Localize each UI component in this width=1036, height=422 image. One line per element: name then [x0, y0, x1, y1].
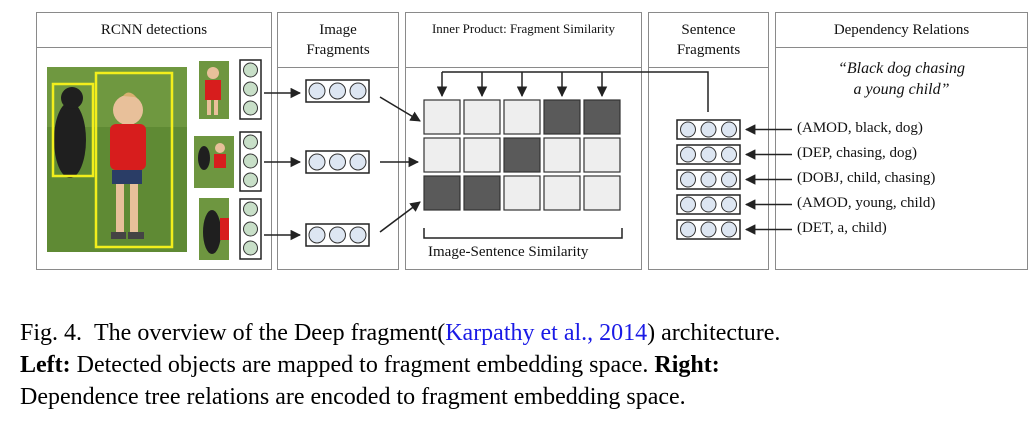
diagram-graphics — [47, 59, 792, 260]
similarity-label: Image-Sentence Similarity — [428, 244, 589, 260]
similarity-cell — [503, 137, 541, 173]
rcnn-title: RCNN detections — [100, 22, 208, 38]
similarity-cell — [423, 99, 461, 135]
main-photo — [47, 67, 187, 252]
image-node-stacks — [239, 59, 262, 260]
caption-text-1: The overview of the Deep fragment( — [94, 320, 446, 346]
similarity-cell — [543, 137, 581, 173]
similarity-cell — [543, 99, 581, 135]
inner-product-title: Inner Product: Fragment Similarity — [431, 21, 616, 36]
relation-4: (AMOD, young, child) — [797, 195, 936, 211]
similarity-cell — [583, 99, 621, 135]
crop-dog — [199, 198, 229, 260]
similarity-cell — [463, 175, 501, 211]
similarity-cell — [463, 99, 501, 135]
relation-2: (DEP, chasing, dog) — [797, 145, 917, 161]
caption-left-text: Detected objects are mapped to fragment … — [76, 352, 649, 378]
sentence-fragment-vectors — [676, 119, 741, 240]
similarity-cell — [543, 175, 581, 211]
relation-5: (DET, a, child) — [797, 220, 887, 236]
architecture-figure: RCNN detections Image Fragments Inner Pr… — [36, 12, 1028, 270]
sentence-fragments-title-1: Sentence — [681, 22, 736, 38]
figure-label: Fig. 4. — [20, 320, 83, 346]
dependency-panel: Dependency Relations “Black dog chasing … — [775, 12, 1028, 270]
sentence-fragments-title-2: Fragments — [676, 42, 741, 58]
caption-line-1: Fig. 4. The overview of the Deep fragmen… — [20, 318, 1030, 348]
caption-right-label: Right: — [654, 352, 720, 378]
image-fragments-title-1: Image — [319, 22, 357, 38]
caption-line-3: Dependence tree relations are encoded to… — [20, 384, 686, 410]
image-fragment-vectors — [305, 79, 370, 247]
image-fragments-title-2: Fragments — [306, 42, 370, 58]
caption-left-label: Left: — [20, 352, 71, 378]
crop-child — [199, 61, 229, 119]
crop-full — [194, 136, 234, 188]
sentence-quote-line-1: “Black dog chasing — [837, 60, 966, 77]
similarity-cell — [503, 175, 541, 211]
sentence-fragments-panel: Sentence Fragments — [648, 12, 769, 270]
caption-text-2: ) architecture. — [647, 320, 781, 346]
similarity-cell — [583, 175, 621, 211]
inner-product-panel: Inner Product: Fragment Similarity — [405, 12, 642, 270]
similarity-grid — [423, 99, 621, 211]
similarity-cell — [423, 137, 461, 173]
sentence-quote-line-2: a young child” — [853, 81, 950, 98]
similarity-bracket — [423, 228, 623, 239]
similarity-cell — [503, 99, 541, 135]
rcnn-panel: RCNN detections — [36, 12, 272, 270]
dog-detection-box — [51, 82, 95, 178]
caption-line-2: Left: Detected objects are mapped to fra… — [20, 350, 1030, 380]
image-fragments-panel: Image Fragments — [277, 12, 399, 270]
citation-link[interactable]: Karpathy et al., 2014 — [445, 320, 648, 346]
relation-1: (AMOD, black, dog) — [797, 120, 923, 136]
similarity-cell — [463, 137, 501, 173]
similarity-cell — [423, 175, 461, 211]
relation-3: (DOBJ, child, chasing) — [797, 170, 936, 186]
child-detection-box — [94, 71, 174, 249]
similarity-cell — [583, 137, 621, 173]
dependency-title: Dependency Relations — [833, 22, 970, 38]
